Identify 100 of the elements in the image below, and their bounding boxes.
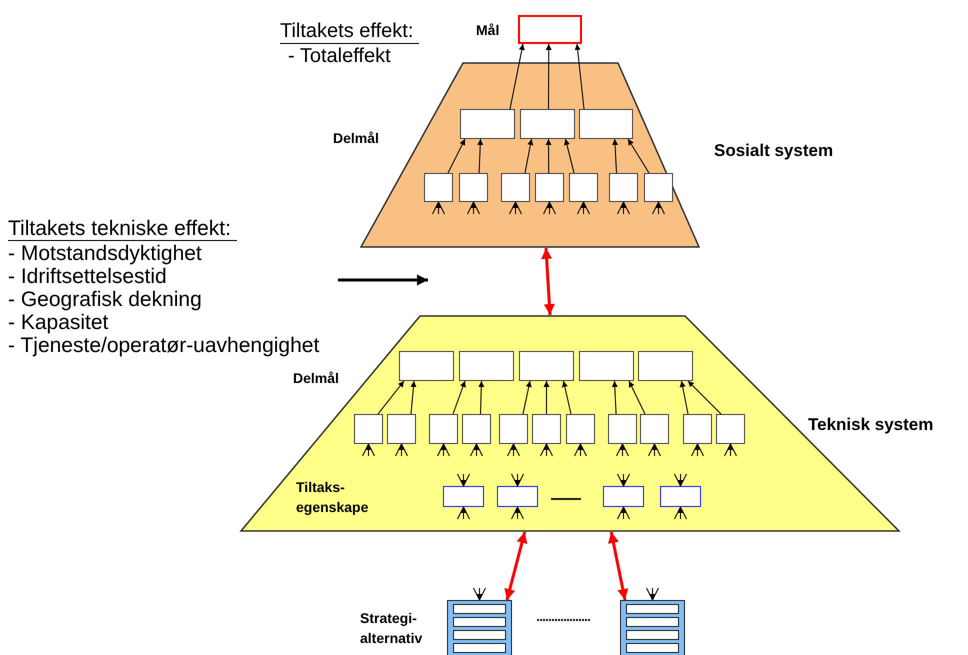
list-item: - Tjeneste/operatør-uavhengighet <box>8 335 320 357</box>
arrow-fan <box>457 506 470 520</box>
list-item: - Idriftsettelsestid <box>8 266 167 288</box>
goal-box <box>640 414 669 444</box>
list-item: - Motstandsdyktighet <box>8 243 202 265</box>
arrow <box>562 380 572 414</box>
arrow <box>510 44 525 110</box>
arrow-fan <box>574 444 587 456</box>
arrow <box>478 380 484 414</box>
arrow <box>524 138 534 174</box>
arrow-fan <box>616 444 629 456</box>
arrow <box>546 138 552 174</box>
goal-box <box>424 173 453 202</box>
heading-text: Tiltakets tekniske effekt: <box>8 218 237 241</box>
goal-box <box>460 109 515 139</box>
strategy-stack-box <box>447 600 512 655</box>
arrow <box>546 44 552 110</box>
arrow-fan <box>395 444 408 456</box>
goal-box <box>459 173 488 202</box>
list-item: - Geografisk dekning <box>8 289 202 311</box>
arrow-fan <box>617 202 630 214</box>
goal-box <box>520 109 575 139</box>
arrow-fan <box>652 202 665 214</box>
goal-box <box>608 414 637 444</box>
goal-box <box>429 414 458 444</box>
arrow-fan <box>470 444 483 456</box>
arrow-fan <box>511 506 524 520</box>
goal-box <box>387 414 416 444</box>
arrow <box>378 380 404 414</box>
arrow-fan <box>457 474 470 486</box>
double-arrow <box>541 248 555 316</box>
goal-box <box>644 173 673 202</box>
goal-box <box>501 173 530 202</box>
node-label: Mål <box>476 22 500 38</box>
property-box <box>497 486 538 507</box>
arrow-fan <box>674 506 687 520</box>
property-box <box>443 486 484 507</box>
arrow-fan <box>617 506 630 520</box>
goal-box <box>579 351 634 381</box>
text-label: Delmål <box>333 130 379 146</box>
text-label: Strategi- alternativ <box>360 609 424 648</box>
strategy-stack-box <box>620 600 685 655</box>
property-box <box>603 486 644 507</box>
arrow-fan <box>507 444 520 456</box>
arrow-fan <box>362 444 375 456</box>
goal-box <box>716 414 745 444</box>
arrow-fan <box>577 202 590 214</box>
arrow <box>452 380 466 414</box>
arrow <box>628 138 650 174</box>
text-label: Delmål <box>293 370 339 386</box>
arrow-fan <box>511 474 524 486</box>
arrow <box>612 380 618 414</box>
system-label: Teknisk system <box>808 415 934 435</box>
goal-box <box>579 109 633 139</box>
goal-box <box>535 173 564 202</box>
goal-box <box>566 414 595 444</box>
arrow <box>612 138 618 174</box>
arrow-fan <box>432 202 445 214</box>
goal-box <box>399 351 454 381</box>
arrow-fan <box>724 444 737 456</box>
goal-box <box>638 351 693 381</box>
arrow-fan <box>646 588 659 600</box>
arrow <box>477 138 484 174</box>
text-label: Tiltaks- egenskape <box>296 478 370 517</box>
double-arrow <box>608 532 628 600</box>
text-label: Tiltakets effekt: <box>280 20 420 44</box>
goal-box <box>532 414 561 444</box>
text-label: - Totaleffekt <box>288 45 391 68</box>
arrow-fan <box>648 444 661 456</box>
arrow-fan <box>543 202 556 214</box>
arrow <box>544 380 550 414</box>
arrow <box>410 380 416 414</box>
goal-box <box>354 414 383 444</box>
arrow-fan <box>691 444 704 456</box>
list-item: - Kapasitet <box>8 312 108 334</box>
system-label: Sosialt system <box>714 141 834 161</box>
goal-box <box>609 173 638 202</box>
goal-box <box>519 351 574 381</box>
goal-box <box>569 173 598 202</box>
arrow-fan <box>467 202 480 214</box>
property-box <box>660 486 701 507</box>
arrow-fan <box>509 202 522 214</box>
arrow <box>688 380 722 414</box>
arrow <box>448 138 466 174</box>
arrow-fan <box>674 474 687 486</box>
arrow <box>628 380 646 414</box>
arrow-fan <box>540 444 553 456</box>
arrow-fan <box>437 444 450 456</box>
arrow <box>338 274 428 286</box>
arrow <box>574 44 584 110</box>
arrow <box>564 138 574 174</box>
goal-box <box>462 414 491 444</box>
goal-box <box>459 351 514 381</box>
arrow-fan <box>617 474 630 486</box>
goal-box <box>683 414 712 444</box>
arrow <box>680 380 688 414</box>
arrow <box>522 380 532 414</box>
arrow-fan <box>473 588 486 600</box>
double-arrow <box>504 532 528 600</box>
goal-box <box>499 414 528 444</box>
